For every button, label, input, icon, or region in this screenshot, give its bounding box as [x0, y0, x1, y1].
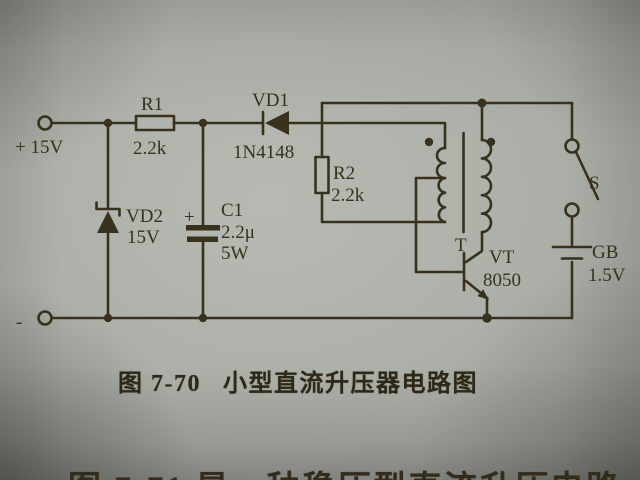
switch-blade [574, 150, 600, 201]
resistor-r2-label: R2 [333, 163, 355, 184]
phase-dot-primary [486, 137, 496, 147]
transistor-value: 8050 [483, 270, 521, 291]
switch-s: S [564, 138, 600, 218]
negative-terminal: - [16, 310, 53, 333]
switch-bottom-contact [564, 202, 580, 218]
capacitor-c1-label: C1 [221, 200, 243, 221]
positive-terminal: + 15V [15, 115, 63, 158]
diode-vd1: VD1 1N4148 [233, 90, 294, 163]
switch-label: S [589, 173, 600, 194]
resistor-r1-value: 2.2k [133, 138, 167, 159]
junction-dot [198, 313, 208, 323]
transformer-feedback-winding [435, 146, 447, 224]
transformer-primary-winding [480, 138, 493, 234]
negative-terminal-label: - [16, 312, 22, 333]
resistor-r2-value: 2.2k [331, 185, 365, 206]
battery-value: 1.5V [588, 265, 626, 286]
capacitor-c1-value: 2.2μ [221, 222, 255, 243]
junction-dot [103, 313, 113, 323]
transistor-emitter-arrow [477, 289, 489, 300]
battery-gb: GB 1.5V [551, 242, 626, 286]
junction-dot [482, 313, 492, 323]
figure-title: 小型直流升压器电路图 [223, 371, 478, 397]
junction-dots [103, 98, 492, 323]
junction-dot [477, 98, 487, 108]
zener-vd2-triangle [97, 211, 119, 233]
zener-vd2-value: 15V [127, 227, 160, 248]
wire-vd1-to-winding [287, 121, 447, 150]
battery-label: GB [592, 242, 618, 263]
negative-terminal-circle [37, 310, 53, 326]
resistor-r1-body [134, 114, 176, 132]
capacitor-c1-top-plate [186, 225, 220, 231]
figure-caption: 图 7-70 小型直流升压器电路图 [118, 363, 478, 398]
zener-vd2: VD2 15V [95, 201, 163, 248]
junction-dot [103, 118, 113, 128]
phase-dot-feedback [424, 137, 434, 147]
capacitor-c1-rating: 5W [221, 243, 249, 264]
wire-tap-to-base [414, 176, 464, 274]
resistor-r2: R2 2.2k [314, 155, 365, 206]
switch-top-contact [564, 138, 580, 154]
next-figure-caption-partial: 图 7-71 是一种稳压型直流升压电路 [68, 461, 622, 480]
diode-vd1-label: VD1 [252, 90, 289, 111]
capacitor-c1: + C1 2.2μ 5W [184, 200, 255, 264]
capacitor-c1-polarity: + [184, 207, 195, 228]
zener-vd2-cathode-bar [95, 201, 121, 217]
positive-terminal-circle [37, 115, 53, 131]
capacitor-c1-bottom-plate [187, 236, 218, 242]
transistor-vt: VT 8050 [462, 247, 521, 300]
positive-terminal-label: + 15V [15, 137, 63, 158]
zener-vd2-label: VD2 [126, 206, 163, 227]
resistor-r1-label: R1 [141, 94, 163, 115]
transformer-t: T [424, 131, 496, 256]
transistor-label: VT [489, 247, 515, 268]
junction-dot [198, 118, 208, 128]
resistor-r2-body [314, 155, 330, 195]
diode-vd1-triangle [265, 111, 289, 135]
diode-vd1-value: 1N4148 [233, 142, 294, 163]
wire-primary-to-collector [464, 230, 484, 264]
wire-r2-to-winding-bottom [320, 191, 447, 224]
figure-number: 图 7-70 [118, 371, 201, 397]
resistor-r1: R1 2.2k [133, 94, 176, 159]
transformer-label: T [455, 235, 467, 256]
